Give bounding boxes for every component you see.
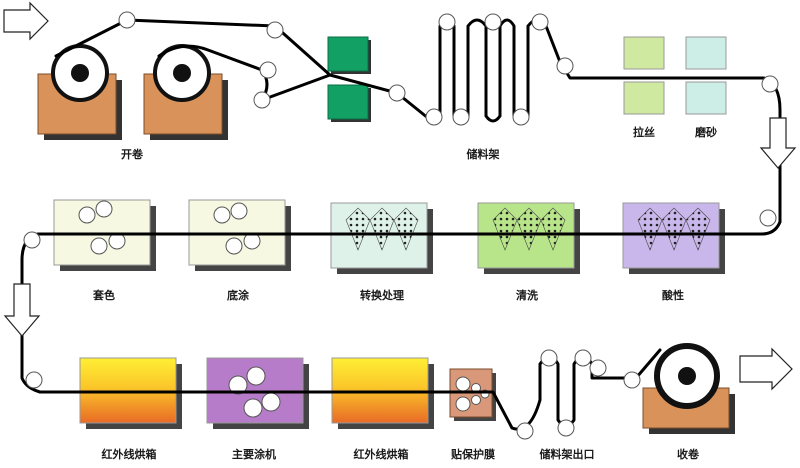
conversion-label: 转换处理 <box>360 289 404 302</box>
topcoat-color-label: 套色 <box>93 289 115 302</box>
main-coater-label: 主要涂机 <box>232 448 276 461</box>
unwind-roll-2 <box>143 44 228 140</box>
film-laminator <box>449 368 496 421</box>
acid-tank <box>622 202 725 274</box>
exit-arrow-icon <box>739 347 793 391</box>
cleaning-tank <box>477 202 580 274</box>
oven-1-label: 红外线烘箱 <box>101 448 157 461</box>
rewind-roll <box>642 343 735 434</box>
sand-unit <box>685 36 727 115</box>
brush-label: 拉丝 <box>633 126 655 139</box>
guide-rollers <box>23 11 779 440</box>
primer-label: 底涂 <box>227 289 249 302</box>
film-label: 贴保护膜 <box>451 448 495 461</box>
acid-label: 酸性 <box>662 289 684 302</box>
sand-label: 磨砂 <box>695 126 717 139</box>
green-block-bottom <box>327 84 371 122</box>
brush-unit <box>623 36 665 115</box>
entry-arrow-icon <box>3 1 49 41</box>
turn-arrow-right-icon <box>759 117 797 169</box>
cleaning-label: 清洗 <box>516 289 538 302</box>
green-block-top <box>327 36 371 74</box>
turn-arrow-left-icon <box>3 283 41 337</box>
rewind-label: 收卷 <box>677 448 699 461</box>
unwind-roll-1 <box>37 44 122 140</box>
storage-label: 储料架 <box>466 148 500 161</box>
unwind-label: 开卷 <box>121 148 143 161</box>
conversion-tank <box>330 202 433 274</box>
storage-exit-label: 储料架出口 <box>539 448 595 461</box>
oven-2-label: 红外线烘箱 <box>353 448 409 461</box>
